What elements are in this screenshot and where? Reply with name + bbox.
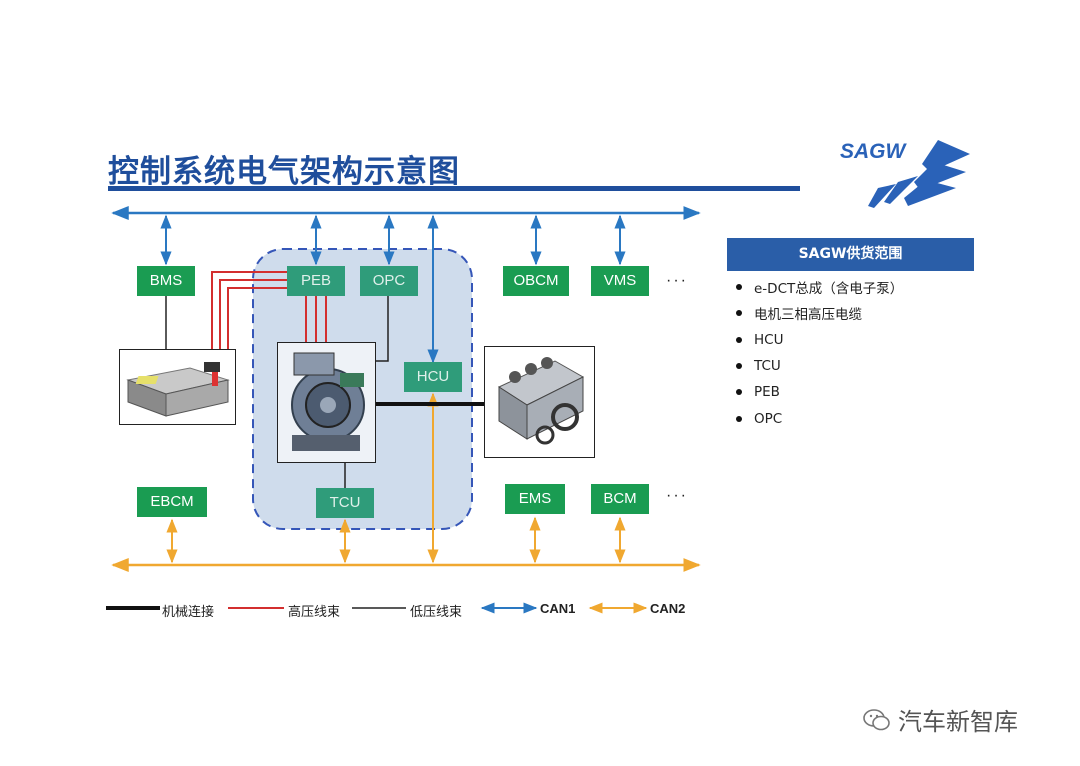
scope-item: HCU — [736, 327, 903, 353]
title-underline — [108, 186, 800, 191]
legend-mechanical: 机械连接 — [162, 605, 215, 620]
wechat-icon — [863, 708, 890, 730]
scope-item: 电机三相高压电缆 — [736, 300, 903, 326]
ecu-obcm: OBCM — [503, 266, 569, 296]
ecu-tcu: TCU — [316, 488, 374, 518]
hv-wire-1 — [211, 271, 287, 350]
hv-wire-3 — [227, 287, 287, 350]
more-ecus-top: ··· — [666, 272, 688, 289]
bullet-icon — [736, 310, 742, 317]
ecu-opc: OPC — [360, 266, 418, 296]
sagw-logo — [838, 132, 978, 217]
transmission-image — [277, 342, 376, 463]
legend-can2: CAN2 — [650, 601, 686, 616]
scope-item: TCU — [736, 353, 903, 379]
legend-high-voltage: 高压线束 — [288, 605, 341, 620]
engine-image — [484, 346, 595, 458]
supply-scope-heading: SAGW供货范围 — [727, 238, 974, 271]
battery-pack-image — [119, 349, 236, 425]
supply-scope-list: e-DCT总成（含电子泵） 电机三相高压电缆 HCU TCU PEB OPC — [736, 274, 903, 432]
watermark: 汽车新智库 — [862, 702, 1018, 737]
bullet-icon — [736, 336, 742, 343]
logo-text: SAGW — [840, 140, 906, 163]
legend-can1: CAN1 — [540, 601, 576, 616]
more-ecus-bottom: ··· — [666, 487, 688, 504]
bullet-icon — [736, 389, 742, 396]
hv-wire-2 — [219, 279, 287, 350]
watermark-text: 汽车新智库 — [898, 708, 1018, 736]
scope-item: OPC — [736, 405, 903, 431]
legend-low-voltage: 低压线束 — [410, 605, 463, 620]
ecu-vms: VMS — [591, 266, 649, 296]
bullet-icon — [736, 284, 742, 291]
ecu-bms: BMS — [137, 266, 195, 296]
scope-item: PEB — [736, 379, 903, 405]
ecu-ebcm: EBCM — [137, 487, 207, 517]
ecu-hcu: HCU — [404, 362, 462, 392]
bullet-icon — [736, 363, 742, 370]
scope-item: e-DCT总成（含电子泵） — [736, 274, 903, 300]
ecu-bcm: BCM — [591, 484, 649, 514]
page-title: 控制系统电气架构示意图 — [108, 154, 460, 190]
ecu-ems: EMS — [505, 484, 565, 514]
bullet-icon — [736, 415, 742, 422]
ecu-peb: PEB — [287, 266, 345, 296]
